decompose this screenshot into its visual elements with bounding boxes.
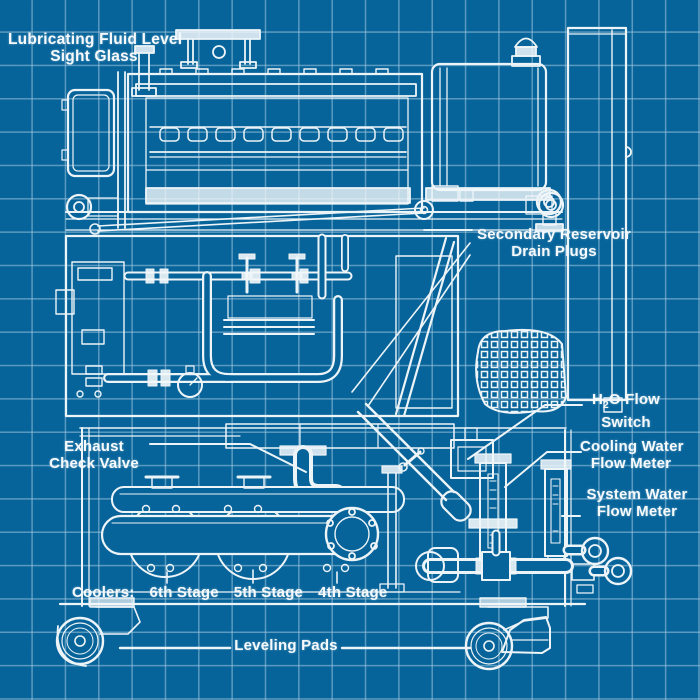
water-manifold [415, 529, 574, 583]
label-sight-glass: Lubricating Fluid Level Sight Glass [8, 31, 183, 65]
left-caster [55, 597, 141, 667]
label-leveling-pads: Leveling Pads [234, 637, 338, 654]
lifting-plate [175, 29, 261, 69]
hose-couplings [562, 536, 633, 586]
cooler-stage-ticks [166, 569, 338, 584]
label-system-line1: System Water [586, 486, 688, 503]
label-stage6: 6th Stage [149, 584, 219, 601]
label-system-water: System Water Flow Meter [582, 486, 692, 520]
pressure-gauge [177, 365, 203, 398]
label-exhaust-line1: Exhaust [64, 438, 124, 455]
label-cooling-line1: Cooling Water [580, 438, 684, 455]
diagonal-brace [394, 236, 456, 418]
stage4-flange [324, 506, 380, 562]
cooler-bank [100, 465, 405, 593]
label-sight-glass-line1: Lubricating Fluid Level [8, 31, 183, 48]
linkage-rod [89, 185, 474, 235]
label-sight-glass-line2: Sight Glass [50, 48, 138, 65]
label-stage4: 4th Stage [318, 584, 388, 601]
left-lifting-lug [65, 193, 119, 221]
leader-exhaust-valve [149, 443, 307, 473]
leader-secondary-reservoir [351, 229, 473, 407]
left-access-door [61, 88, 116, 178]
label-secondary-reservoir-line2: Drain Plugs [511, 243, 597, 260]
valve-stems [223, 253, 315, 335]
u-loop-piping [103, 271, 343, 387]
label-exhaust-line2: Check Valve [49, 455, 139, 472]
label-secondary-reservoir-line1: Secondary Reservoir [477, 226, 631, 243]
motor [425, 37, 551, 201]
flex-hose [356, 402, 472, 522]
perforated-grille [475, 328, 567, 414]
leader-lines [118, 229, 583, 650]
upper-pipe-run [123, 268, 353, 284]
eyebolt [535, 188, 564, 232]
label-h2o-line1: H2O Flow [591, 391, 661, 411]
side-panel [566, 26, 632, 413]
motor-cap [511, 37, 541, 67]
label-system-line2: Flow Meter [596, 503, 678, 520]
label-h2o-line2: Switch [601, 414, 651, 431]
label-coolers-prefix: Coolers: [72, 584, 135, 601]
label-cooling-line2: Flow Meter [590, 455, 672, 472]
label-cooling-water: Cooling Water Flow Meter [580, 438, 684, 472]
right-caster [464, 597, 551, 671]
label-secondary-reservoir: Secondary Reservoir Drain Plugs [464, 226, 644, 260]
label-coolers: Coolers: 6th Stage 5th Stage 4th Stage [72, 584, 402, 601]
mid-left-panel [55, 261, 125, 398]
leader-h2o-switch [467, 404, 583, 460]
label-exhaust-valve: Exhaust Check Valve [42, 438, 146, 472]
cooling-fins [149, 126, 407, 142]
mid-pump-assembly [55, 233, 460, 418]
label-h2o-flow-switch: H2O Flow Switch [584, 391, 668, 431]
h2o-flow-switch [450, 427, 494, 479]
top-bolt-tabs [159, 68, 389, 75]
lower-skid-assembly [58, 402, 633, 607]
leader-cooling-meter [504, 451, 582, 488]
label-stage5: 5th Stage [233, 584, 304, 601]
upper-pump-assembly [61, 29, 565, 235]
